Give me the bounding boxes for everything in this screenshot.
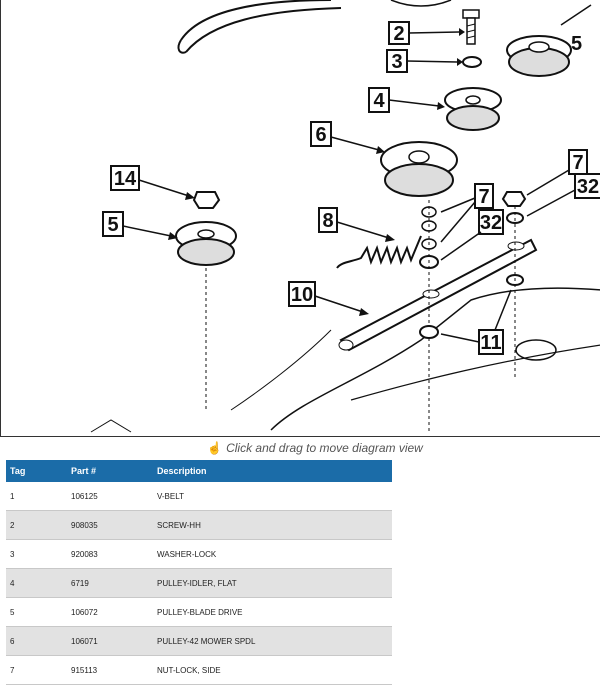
cell-part: 908035 [67,510,153,540]
cell-part: 106125 [67,482,153,511]
table-row[interactable]: 4 6719 PULLEY-IDLER, FLAT [6,568,392,598]
cell-description: PULLEY-IDLER, FLAT [153,568,392,598]
svg-text:7: 7 [572,152,583,174]
table-row[interactable]: 7 915113 NUT-LOCK, SIDE [6,655,392,685]
svg-text:7: 7 [478,186,489,208]
hand-drag-icon: ☝ [207,441,223,455]
cell-part: 106072 [67,597,153,627]
svg-text:11: 11 [480,332,501,354]
idler-arm-part [338,238,538,352]
callout-8: 8 [318,207,395,242]
table-row[interactable]: 3 920083 WASHER-LOCK [6,539,392,569]
spring-part [336,235,422,269]
screw-hh-part [462,9,480,45]
cell-description: WASHER-LOCK [153,539,392,569]
right-hardware-stack [501,191,557,380]
svg-text:8: 8 [322,210,333,232]
svg-text:6: 6 [315,124,326,146]
cell-tag: 6 [6,626,67,656]
parts-diagram-viewport[interactable]: 2 3 5 4 6 7 [0,0,600,437]
svg-text:5: 5 [107,214,118,236]
cell-part: 915113 [67,655,153,685]
callout-7-center: 7 [440,183,494,243]
svg-text:2: 2 [393,23,404,45]
cell-description: PULLEY-42 MOWER SPDL [153,626,392,656]
callout-7-right: 7 [526,149,588,196]
pulley-idler-part [444,87,502,131]
callout-32-right: 32 [526,173,600,217]
callout-2: 2 [388,21,465,45]
exploded-parts-diagram: 2 3 5 4 6 7 [90,0,600,433]
callout-32-center: 32 [440,209,504,261]
pulley-mower-spindle-part [380,141,458,197]
callout-4: 4 [368,87,445,113]
cell-part: 6719 [67,568,153,598]
washer-lock-part [462,56,482,68]
callout-11: 11 [440,289,512,355]
svg-text:4: 4 [373,90,385,112]
table-header-row: Tag Part # Description [6,460,392,482]
table-row[interactable]: 1 106125 V-BELT [6,482,392,511]
callout-3: 3 [386,49,463,73]
col-header-part[interactable]: Part # [67,460,153,482]
table-row[interactable]: 5 106072 PULLEY-BLADE DRIVE [6,597,392,627]
cell-tag: 1 [6,482,67,511]
cell-tag: 3 [6,539,67,569]
nut-lock-left-part [192,191,221,209]
drag-hint-text: Click and drag to move diagram view [226,441,423,455]
callout-6: 6 [310,121,385,154]
svg-text:32: 32 [577,176,599,198]
cell-description: V-BELT [153,482,392,511]
cell-part: 920083 [67,539,153,569]
cell-tag: 2 [6,510,67,540]
callout-10: 10 [288,281,369,316]
callout-14: 14 [110,165,195,200]
table-row[interactable]: 6 106071 PULLEY-42 MOWER SPDL [6,626,392,656]
svg-text:3: 3 [391,51,402,73]
svg-text:5: 5 [571,33,582,55]
parts-table: Tag Part # Description 1 106125 V-BELT 2… [6,460,392,685]
cell-description: SCREW-HH [153,510,392,540]
callout-5-top: 5 [571,33,582,55]
cell-tag: 5 [6,597,67,627]
cell-tag: 7 [6,655,67,685]
cell-description: NUT-LOCK, SIDE [153,655,392,685]
col-header-description[interactable]: Description [153,460,392,482]
cell-description: PULLEY-BLADE DRIVE [153,597,392,627]
svg-text:14: 14 [114,168,137,190]
callout-5-left: 5 [102,211,178,240]
drag-hint: ☝Click and drag to move diagram view [0,438,600,458]
cell-part: 106071 [67,626,153,656]
col-header-tag[interactable]: Tag [6,460,67,482]
center-hardware-stack [419,200,439,432]
v-belt-part [177,0,452,54]
svg-text:32: 32 [480,212,502,234]
table-row[interactable]: 2 908035 SCREW-HH [6,510,392,540]
svg-text:10: 10 [291,284,313,306]
pulley-blade-drive-left [175,221,237,410]
cell-tag: 4 [6,568,67,598]
pulley-blade-drive-top [506,4,592,77]
